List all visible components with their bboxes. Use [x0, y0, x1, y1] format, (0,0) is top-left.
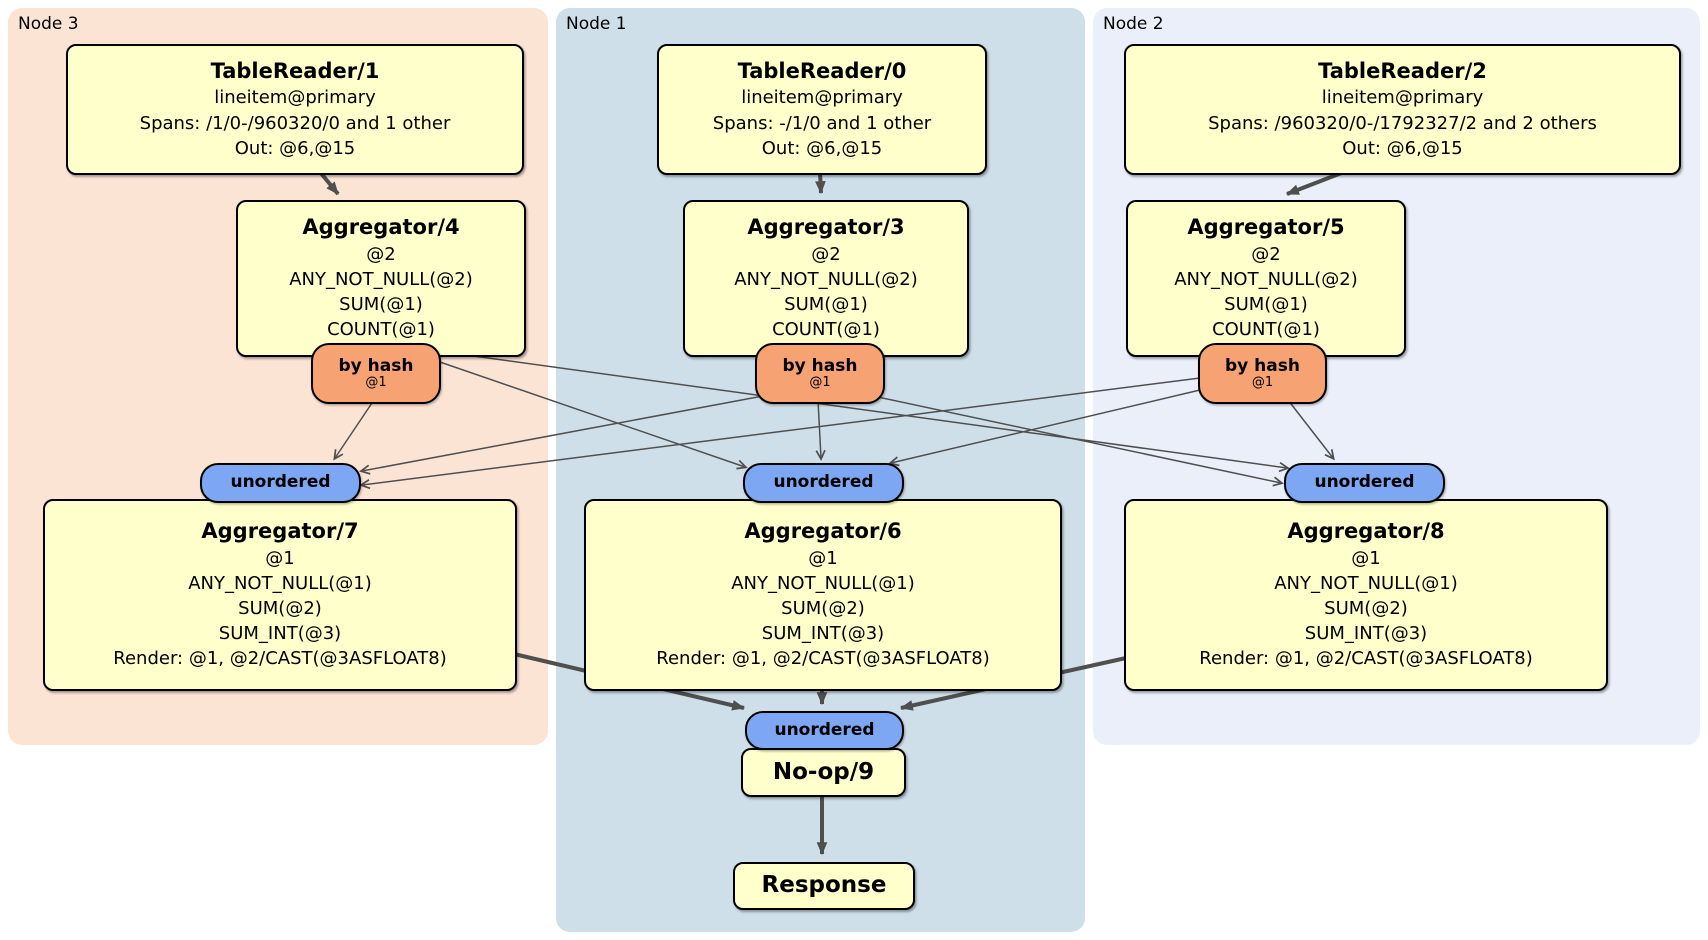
- processor-aggregator-5: Aggregator/5 @2 ANY_NOT_NULL(@2) SUM(@1)…: [1126, 200, 1406, 357]
- response-title: Response: [761, 872, 887, 899]
- sync-unordered-7: unordered: [200, 463, 361, 503]
- processor-detail: SUM(@2): [1324, 598, 1408, 620]
- processor-detail: Render: @1, @2/CAST(@3ASFLOAT8): [1199, 648, 1533, 670]
- processor-detail: ANY_NOT_NULL(@1): [188, 572, 372, 594]
- processor-title: TableReader/2: [1318, 59, 1487, 84]
- edge-hash3-unordered7: [359, 395, 764, 475]
- processor-detail: SUM_INT(@3): [761, 623, 885, 645]
- router-label: by hash: [1225, 355, 1300, 376]
- router-hash-column: @1: [1251, 375, 1274, 391]
- router-label: by hash: [782, 355, 858, 376]
- edge-hash4-unordered7: [333, 399, 375, 461]
- processor-detail: lineitem@primary: [741, 87, 903, 109]
- processor-detail: @1: [1351, 547, 1381, 569]
- processor-noop-9: No-op/9: [741, 748, 906, 797]
- response-node: Response: [733, 862, 915, 910]
- processor-aggregator-3: Aggregator/3 @2 ANY_NOT_NULL(@2) SUM(@1)…: [683, 200, 969, 357]
- processor-detail: COUNT(@1): [1212, 319, 1320, 341]
- edge-hash5-unordered8: [1287, 399, 1335, 461]
- processor-tablereader-0: TableReader/0 lineitem@primary Spans: -/…: [657, 44, 987, 175]
- processor-detail: Render: @1, @2/CAST(@3ASFLOAT8): [113, 648, 447, 670]
- processor-detail: @2: [811, 243, 841, 265]
- processor-detail: ANY_NOT_NULL(@2): [734, 268, 918, 290]
- edge-hash3-unordered8: [872, 395, 1284, 487]
- processor-detail: SUM(@2): [238, 598, 322, 620]
- processor-detail: @1: [808, 547, 838, 569]
- processor-tablereader-2: TableReader/2 lineitem@primary Spans: /9…: [1124, 44, 1681, 175]
- processor-detail: @1: [265, 547, 295, 569]
- processor-title: Aggregator/7: [201, 519, 359, 544]
- processor-title: TableReader/1: [210, 59, 380, 84]
- router-label: by hash: [338, 355, 414, 376]
- processor-tablereader-1: TableReader/1 lineitem@primary Spans: /1…: [66, 44, 524, 175]
- processor-detail: Out: @6,@15: [234, 137, 356, 159]
- router-hash-column: @1: [365, 375, 387, 391]
- processor-detail: SUM_INT(@3): [218, 623, 342, 645]
- processor-detail: SUM(@1): [1224, 294, 1308, 316]
- processor-title: Aggregator/4: [302, 215, 460, 240]
- processor-detail: SUM(@2): [781, 598, 865, 620]
- processor-detail: Spans: /1/0-/960320/0 and 1 other: [139, 112, 451, 134]
- processor-detail: @2: [1251, 243, 1281, 265]
- edge-tr0-agg3: [815, 171, 826, 195]
- processor-title: Aggregator/6: [744, 519, 902, 544]
- processor-detail: COUNT(@1): [327, 319, 435, 341]
- processor-detail: SUM(@1): [339, 294, 423, 316]
- processor-detail: ANY_NOT_NULL(@2): [1174, 268, 1358, 290]
- processor-title: Aggregator/5: [1187, 215, 1345, 240]
- processor-title: Aggregator/8: [1287, 519, 1445, 544]
- group-label-node2: Node 2: [1103, 14, 1164, 34]
- processor-detail: SUM(@1): [784, 294, 868, 316]
- processor-detail: COUNT(@1): [772, 319, 880, 341]
- processor-aggregator-6: Aggregator/6 @1 ANY_NOT_NULL(@1) SUM(@2)…: [584, 499, 1062, 691]
- group-label-node1: Node 1: [566, 14, 627, 34]
- processor-detail: Render: @1, @2/CAST(@3ASFLOAT8): [656, 648, 990, 670]
- processor-title: TableReader/0: [737, 59, 907, 84]
- sync-label: unordered: [230, 472, 331, 493]
- router-by-hash-5: by hash @1: [1198, 343, 1327, 404]
- edge-hash4-unordered8: [436, 350, 1290, 473]
- processor-detail: lineitem@primary: [214, 87, 376, 109]
- edge-hash5-unordered6: [888, 389, 1201, 467]
- edge-tr1-agg4: [318, 170, 340, 196]
- sync-label: unordered: [773, 472, 874, 493]
- group-label-node3: Node 3: [18, 14, 79, 34]
- sync-unordered-6: unordered: [743, 463, 904, 503]
- router-by-hash-4: by hash @1: [311, 343, 441, 404]
- sync-label: unordered: [1314, 472, 1415, 493]
- sync-unordered-8: unordered: [1284, 463, 1445, 503]
- processor-detail: Out: @6,@15: [1342, 137, 1463, 159]
- processor-detail: Spans: -/1/0 and 1 other: [712, 112, 932, 134]
- processor-detail: lineitem@primary: [1321, 87, 1484, 109]
- processor-detail: Spans: /960320/0-/1792327/2 and 2 others: [1208, 112, 1597, 134]
- processor-title: Aggregator/3: [747, 215, 905, 240]
- sync-label: unordered: [774, 719, 875, 740]
- processor-detail: Out: @6,@15: [761, 137, 883, 159]
- processor-aggregator-7: Aggregator/7 @1 ANY_NOT_NULL(@1) SUM(@2)…: [43, 499, 517, 691]
- edge-hash5-unordered7: [359, 377, 1201, 490]
- processor-detail: ANY_NOT_NULL(@1): [1274, 572, 1458, 594]
- edge-hash3-unordered6: [815, 399, 826, 462]
- sync-unordered-final: unordered: [745, 711, 904, 750]
- processor-detail: ANY_NOT_NULL(@1): [731, 572, 915, 594]
- processor-detail: ANY_NOT_NULL(@2): [289, 268, 473, 290]
- router-by-hash-3: by hash @1: [755, 343, 885, 404]
- processor-detail: @2: [366, 243, 396, 265]
- router-hash-column: @1: [809, 375, 831, 391]
- processor-aggregator-4: Aggregator/4 @2 ANY_NOT_NULL(@2) SUM(@1)…: [236, 200, 526, 357]
- edge-tr2-agg5: [1286, 170, 1345, 196]
- edge-hash4-unordered6: [436, 360, 748, 470]
- processor-title: No-op/9: [772, 758, 875, 785]
- processor-detail: SUM_INT(@3): [1304, 623, 1428, 645]
- processor-aggregator-8: Aggregator/8 @1 ANY_NOT_NULL(@1) SUM(@2)…: [1124, 499, 1608, 691]
